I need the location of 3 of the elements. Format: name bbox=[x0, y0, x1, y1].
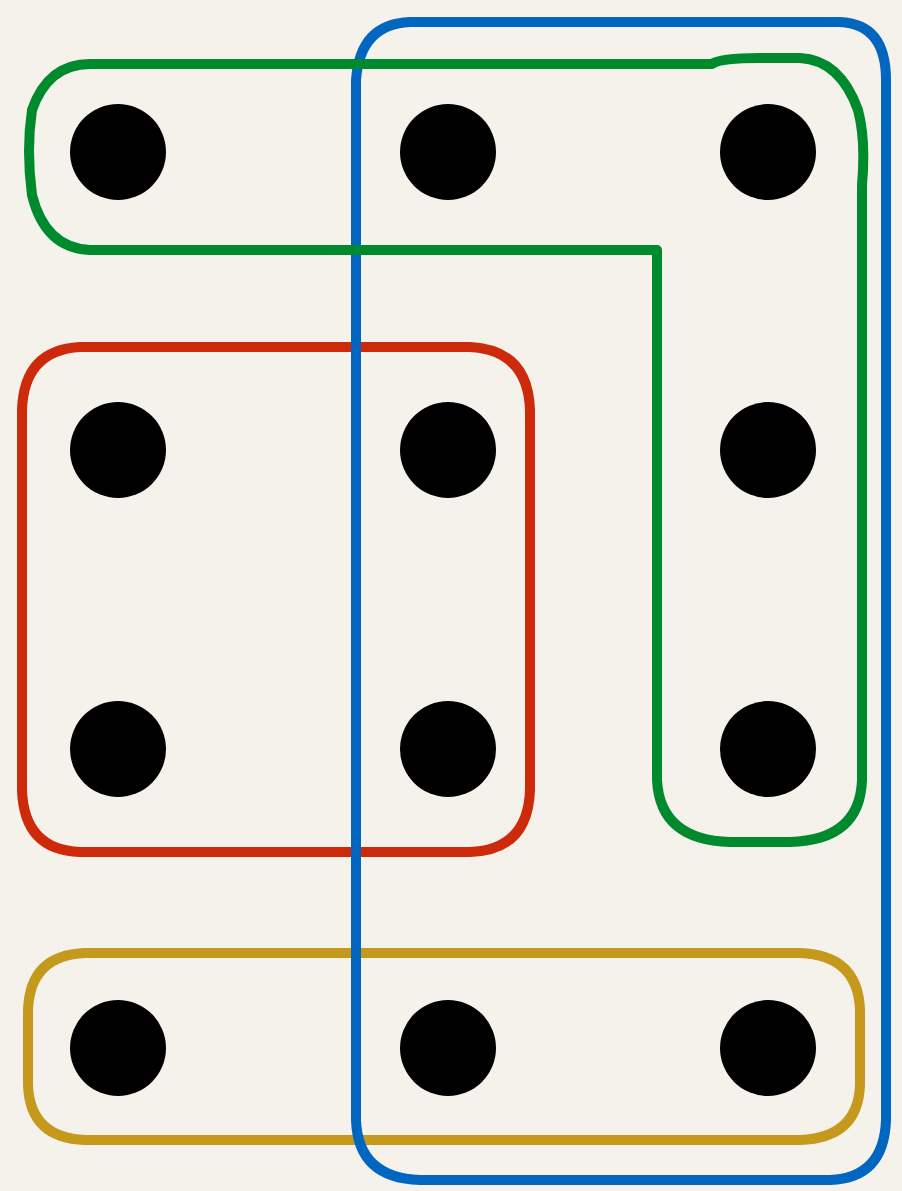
rounded-outline bbox=[23, 948, 865, 1145]
l-shaped-outline bbox=[21, 53, 871, 847]
rounded-outline bbox=[351, 17, 891, 1185]
